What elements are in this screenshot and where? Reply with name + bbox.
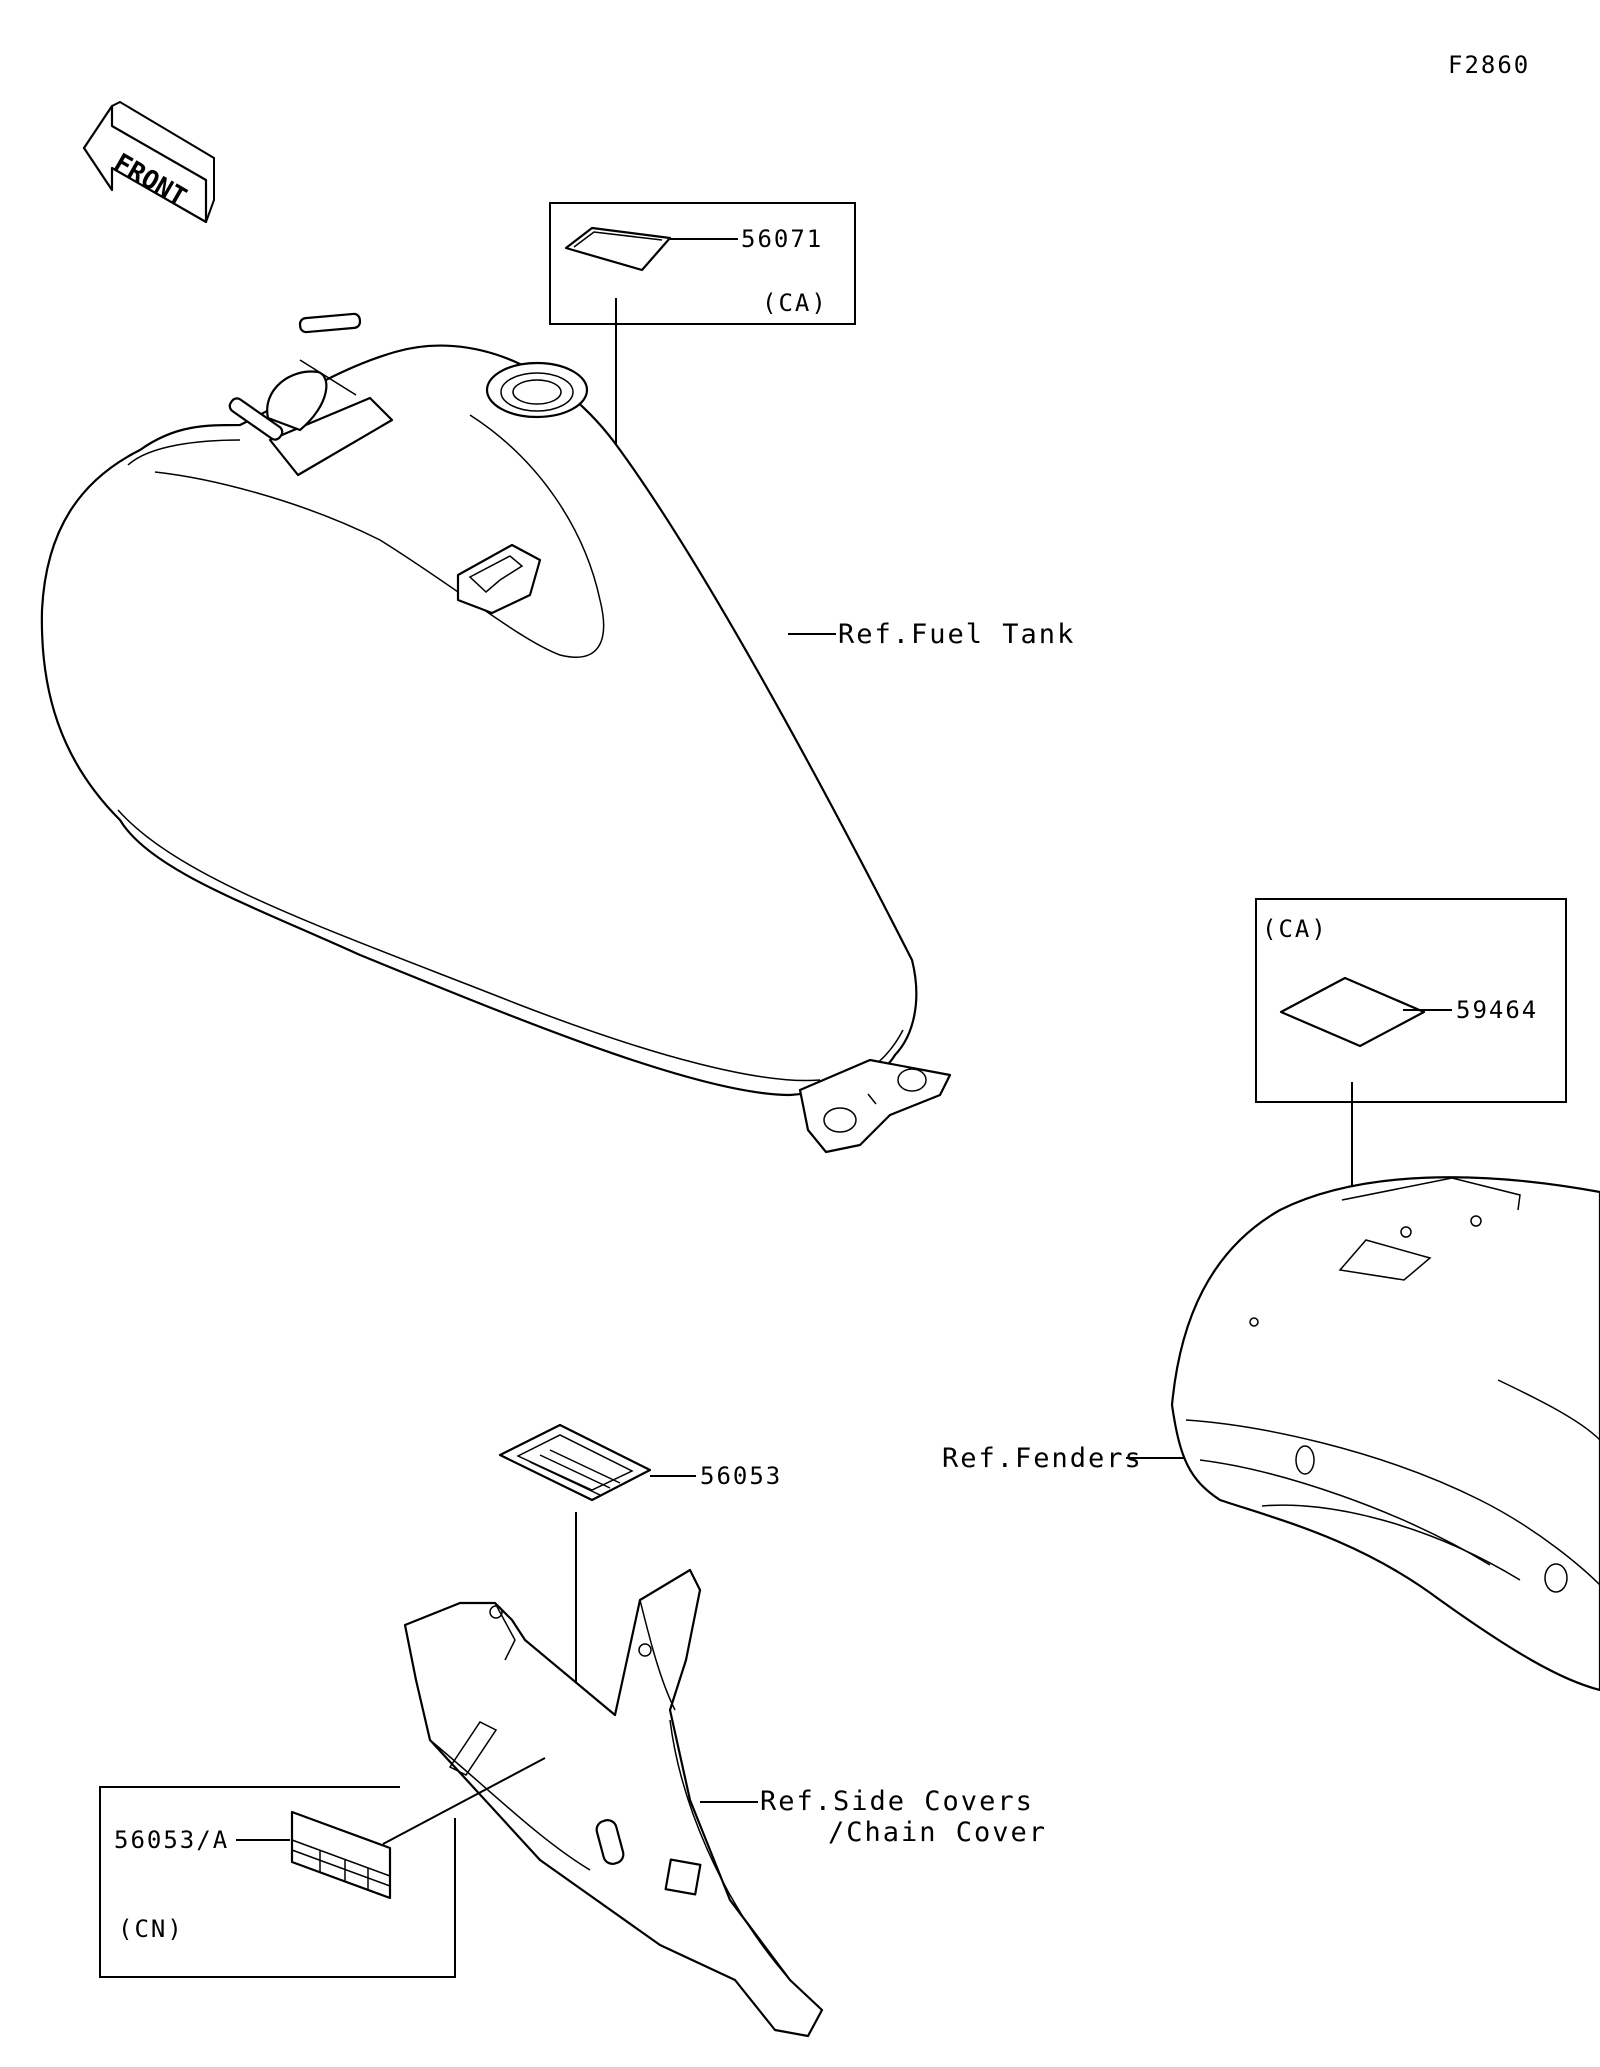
callout-box-56071: [549, 202, 856, 325]
part-number-56053: 56053: [700, 1462, 782, 1490]
ref-side-covers-line1: Ref.Side Covers: [760, 1786, 1034, 1817]
rear-fender: [1170, 1176, 1600, 1692]
ref-fuel-tank: Ref.Fuel Tank: [838, 619, 1075, 650]
front-arrow-icon: FRONT: [82, 100, 215, 224]
region-code-ca-1: (CA): [762, 289, 828, 317]
part-number-59464: 59464: [1456, 996, 1538, 1024]
ref-side-covers-line2: /Chain Cover: [828, 1817, 1047, 1848]
part-number-56071: 56071: [741, 225, 823, 253]
part-number-56053a: 56053/A: [114, 1826, 229, 1854]
ref-fenders: Ref.Fenders: [942, 1443, 1143, 1474]
fuel-tank: [40, 312, 952, 1154]
callout-box-56053a: [99, 1786, 456, 1978]
region-code-cn: (CN): [118, 1915, 184, 1943]
figure-code: F2860: [1448, 51, 1530, 79]
callout-box-59464: [1255, 898, 1567, 1103]
decal-icon: [1279, 976, 1426, 1048]
region-code-ca-2: (CA): [1262, 915, 1328, 943]
side-cover: [403, 1568, 824, 2038]
caution-label-icon: [498, 1423, 652, 1502]
